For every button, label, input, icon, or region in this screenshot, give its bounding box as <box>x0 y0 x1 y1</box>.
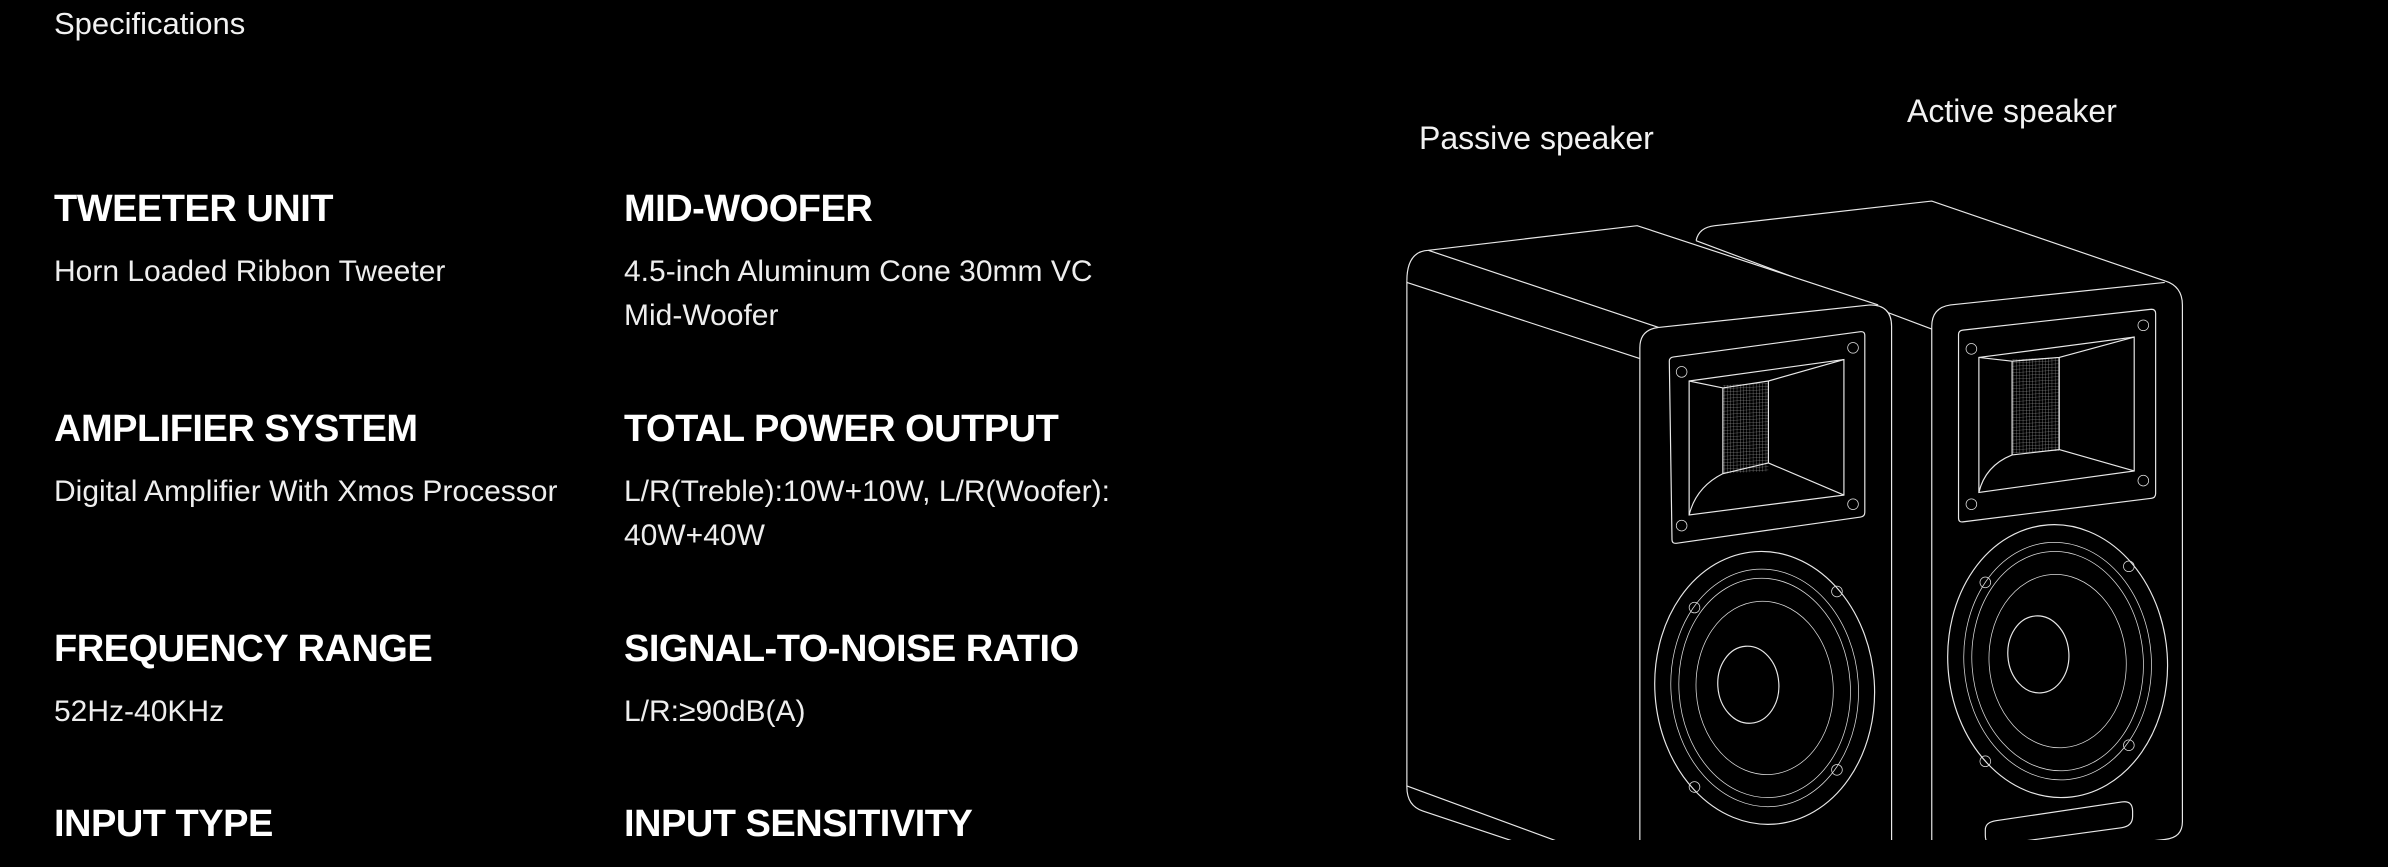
active-speaker-label: Active speaker <box>1907 93 2117 129</box>
spec-value: 4.5-inch Aluminum Cone 30mm VC Mid-Woofe… <box>624 255 1093 332</box>
spec-label: MID-WOOFER <box>624 188 873 230</box>
spec-tweeter-unit: TWEETER UNIT Horn Loaded Ribbon Tweeter <box>54 186 614 294</box>
speakers-illustration: AIRPULSE <box>1406 200 2183 840</box>
page-title: Specifications <box>54 6 246 41</box>
spec-label: TOTAL POWER OUTPUT <box>624 408 1059 450</box>
spec-input-sensitivity: INPUT SENSITIVITY <box>624 801 1184 847</box>
spec-input-type: INPUT TYPE <box>54 801 614 847</box>
spec-amplifier-system: AMPLIFIER SYSTEM Digital Amplifier With … <box>54 406 614 514</box>
spec-label: INPUT SENSITIVITY <box>624 803 973 845</box>
spec-signal-to-noise: SIGNAL-TO-NOISE RATIO L/R:≥90dB(A) <box>624 626 1184 734</box>
spec-value: 52Hz-40KHz <box>54 695 225 728</box>
spec-label: TWEETER UNIT <box>54 188 333 230</box>
spec-value: Digital Amplifier With Xmos Processor <box>54 475 558 508</box>
passive-speaker-drawing: AIRPULSE <box>1406 225 1893 840</box>
active-speaker-drawing <box>1695 200 2183 840</box>
spec-label: INPUT TYPE <box>54 803 273 845</box>
spec-label: FREQUENCY RANGE <box>54 628 433 670</box>
spec-total-power-output: TOTAL POWER OUTPUT L/R(Treble):10W+10W, … <box>624 406 1164 558</box>
spec-label: SIGNAL-TO-NOISE RATIO <box>624 628 1079 670</box>
spec-mid-woofer: MID-WOOFER 4.5-inch Aluminum Cone 30mm V… <box>624 186 1144 338</box>
passive-speaker-label: Passive speaker <box>1419 120 1654 156</box>
spec-label: AMPLIFIER SYSTEM <box>54 408 418 450</box>
spec-value: L/R(Treble):10W+10W, L/R(Woofer): 40W+40… <box>624 475 1110 552</box>
spec-frequency-range: FREQUENCY RANGE 52Hz-40KHz <box>54 626 614 734</box>
spec-value: L/R:≥90dB(A) <box>624 695 806 728</box>
spec-value: Horn Loaded Ribbon Tweeter <box>54 255 446 288</box>
